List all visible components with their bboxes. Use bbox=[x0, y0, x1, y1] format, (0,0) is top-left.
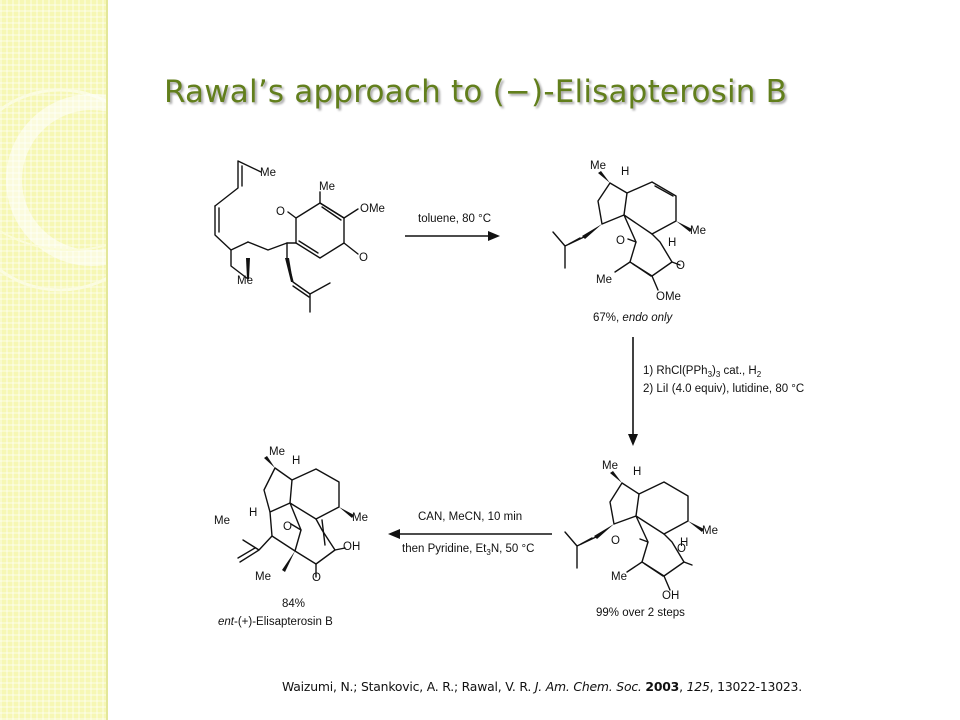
product3-me-bottom: Me bbox=[255, 571, 271, 583]
product3-h-left: H bbox=[249, 507, 257, 519]
product3-me-far-left: Me bbox=[214, 515, 230, 527]
product1-o-right: O bbox=[676, 260, 685, 272]
product1-o-left: O bbox=[616, 235, 625, 247]
product3-yield: 84% bbox=[282, 598, 305, 610]
reactant-structure: Me Me OMe O O Me bbox=[214, 160, 385, 313]
reactant-o-bottom: O bbox=[359, 252, 368, 264]
reactant-ome: OMe bbox=[360, 203, 385, 215]
product2-me-top: Me bbox=[602, 460, 618, 472]
product3-me-right: Me bbox=[352, 512, 368, 524]
product1-structure: Me H Me H O O Me OMe 67%, endo only bbox=[552, 160, 706, 324]
product1-me-right: Me bbox=[690, 225, 706, 237]
product2-structure: Me H Me H O O Me OH 99% over 2 steps bbox=[564, 460, 718, 619]
reactant-o-left: O bbox=[276, 206, 285, 218]
product3-structure: Me H H Me Me O OH Me O 84% ent-(+)-Elisa… bbox=[214, 446, 368, 628]
sidebar-circles bbox=[0, 88, 106, 292]
step3-arrow: CAN, MeCN, 10 min then Pyridine, Et3N, 5… bbox=[388, 511, 552, 557]
citation: Waizumi, N.; Stankovic, A. R.; Rawal, V.… bbox=[282, 679, 802, 694]
citation-journal: J. Am. Chem. Soc. bbox=[534, 679, 642, 694]
slide-title: Rawal’s approach to (−)-Elisapterosin B bbox=[164, 74, 788, 110]
product2-me-left: Me bbox=[611, 571, 627, 583]
product2-me-right: Me bbox=[702, 525, 718, 537]
product3-name: ent-(+)-Elisapterosin B bbox=[218, 616, 333, 628]
citation-year: 2003 bbox=[645, 679, 680, 694]
step1-arrow: toluene, 80 °C bbox=[405, 213, 500, 241]
step2-arrow: 1) RhCl(PPh3)3 cat., H2 2) LiI (4.0 equi… bbox=[628, 337, 804, 446]
product2-o-right: O bbox=[677, 543, 686, 555]
product1-h-right: H bbox=[668, 237, 676, 249]
citation-volume: 125 bbox=[686, 679, 710, 694]
product2-oh: OH bbox=[662, 590, 679, 602]
product1-h-top: H bbox=[621, 166, 629, 178]
reactant-me-top: Me bbox=[260, 167, 276, 179]
product2-h-top: H bbox=[633, 466, 641, 478]
step1-conditions: toluene, 80 °C bbox=[418, 213, 491, 225]
product3-o-bottom: O bbox=[312, 572, 321, 584]
product2-yield: 99% over 2 steps bbox=[596, 607, 685, 619]
step3-line1: CAN, MeCN, 10 min bbox=[418, 511, 522, 523]
product1-ome: OMe bbox=[656, 291, 681, 303]
citation-pages: , 13022-13023. bbox=[709, 679, 803, 694]
product3-oh: OH bbox=[343, 541, 360, 553]
product3-me-top: Me bbox=[269, 446, 285, 458]
product3-o-center: O bbox=[283, 521, 292, 533]
product3-h-top: H bbox=[292, 455, 300, 467]
product1-me-left: Me bbox=[596, 274, 612, 286]
product2-h-right: H bbox=[680, 537, 688, 549]
step3-line2: then Pyridine, Et3N, 50 °C bbox=[402, 543, 534, 557]
product2-o-left: O bbox=[611, 535, 620, 547]
sidebar-decoration bbox=[0, 0, 108, 720]
product1-me-top: Me bbox=[590, 160, 606, 172]
reactant-me-bottom: Me bbox=[237, 275, 253, 287]
product1-yield: 67%, endo only bbox=[593, 312, 674, 324]
reactant-me-ring: Me bbox=[319, 181, 335, 193]
citation-authors: Waizumi, N.; Stankovic, A. R.; Rawal, V.… bbox=[282, 679, 535, 694]
step2-line1: 1) RhCl(PPh3)3 cat., H2 bbox=[643, 365, 762, 379]
step2-line2: 2) LiI (4.0 equiv), lutidine, 80 °C bbox=[643, 383, 804, 395]
